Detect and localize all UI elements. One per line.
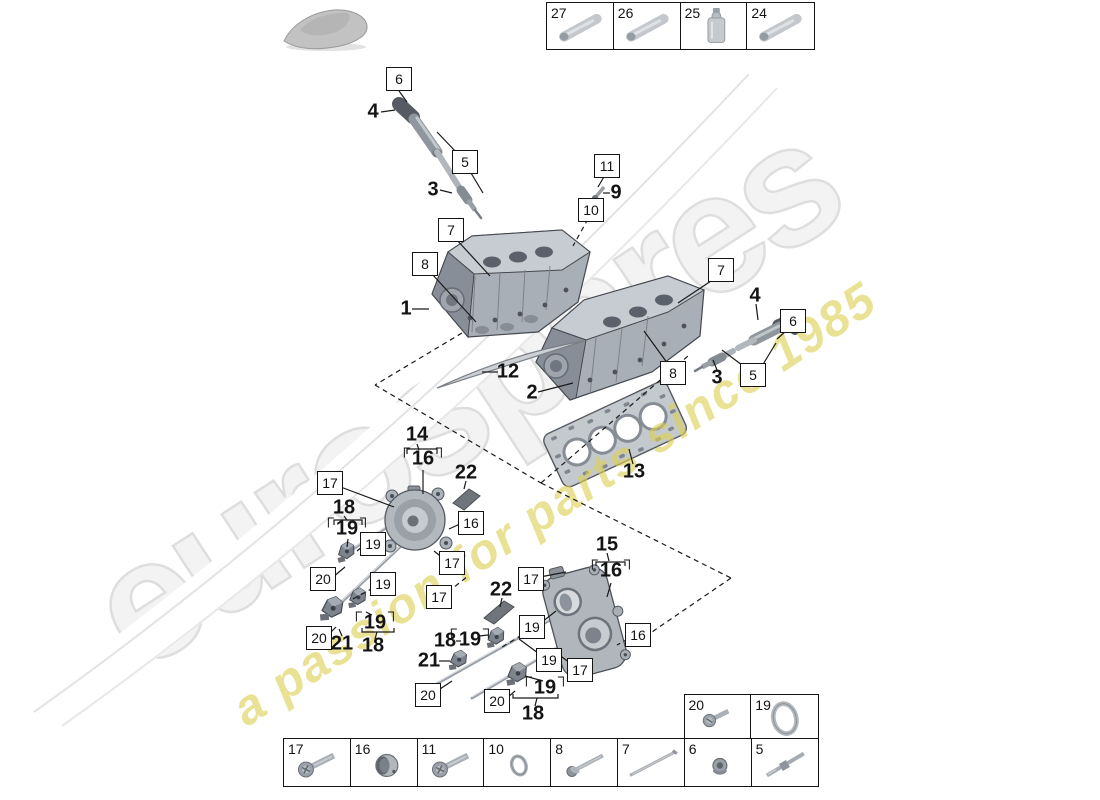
callout-label-15[interactable]: 15 bbox=[595, 533, 619, 556]
callout-bracket-19[interactable]: 19 bbox=[327, 517, 367, 540]
legend-item-number: 17 bbox=[288, 741, 304, 757]
pan-screw-icon bbox=[418, 739, 485, 786]
callout-bracket-16[interactable]: 16 bbox=[403, 447, 443, 470]
callout-box-6[interactable]: 6 bbox=[386, 67, 412, 91]
legend-item-number: 10 bbox=[488, 741, 504, 757]
callout-box-19[interactable]: 19 bbox=[360, 532, 386, 556]
legend-item-number: 24 bbox=[751, 5, 767, 21]
long-stud-icon bbox=[618, 739, 685, 786]
callout-box-8[interactable]: 8 bbox=[412, 252, 438, 276]
legend-item-number: 16 bbox=[354, 741, 371, 757]
callout-box-17[interactable]: 17 bbox=[518, 567, 544, 591]
callout-box-20[interactable]: 20 bbox=[310, 567, 336, 591]
callout-bracket-19[interactable]: 19 bbox=[450, 628, 490, 651]
callout-label-2[interactable]: 2 bbox=[526, 381, 538, 404]
legend-item-number: 27 bbox=[551, 5, 567, 21]
callout-box-7[interactable]: 7 bbox=[708, 258, 734, 282]
callout-label-4[interactable]: 4 bbox=[749, 284, 761, 307]
callout-box-6[interactable]: 6 bbox=[780, 309, 806, 333]
legend-item-5[interactable]: 5 bbox=[750, 738, 820, 787]
legend-item-27[interactable]: 27 bbox=[546, 2, 615, 50]
callout-box-19[interactable]: 19 bbox=[536, 648, 562, 672]
callout-label-12[interactable]: 12 bbox=[496, 360, 520, 383]
legend-item-number: 7 bbox=[622, 741, 630, 757]
sealant-tube-icon bbox=[547, 3, 614, 49]
callout-box-17[interactable]: 17 bbox=[439, 551, 465, 575]
callout-box-8[interactable]: 8 bbox=[660, 361, 686, 385]
callout-box-17[interactable]: 17 bbox=[317, 471, 343, 495]
car-thumbnail bbox=[283, 9, 368, 51]
flange-nut-icon bbox=[685, 739, 752, 786]
callout-bracket-19[interactable]: 19 bbox=[355, 611, 395, 634]
double-stud-icon bbox=[752, 739, 819, 786]
pan-screw-icon bbox=[284, 739, 351, 786]
callout-box-11[interactable]: 11 bbox=[594, 154, 620, 178]
callout-box-16[interactable]: 16 bbox=[625, 623, 651, 647]
callout-box-16[interactable]: 16 bbox=[458, 511, 484, 535]
flange-bolt-icon bbox=[551, 739, 618, 786]
callout-box-20[interactable]: 20 bbox=[415, 683, 441, 707]
callout-label-3[interactable]: 3 bbox=[427, 178, 439, 201]
legend-item-11[interactable]: 11 bbox=[416, 738, 486, 787]
legend-item-25[interactable]: 25 bbox=[679, 2, 749, 50]
legend-item-8[interactable]: 8 bbox=[550, 738, 619, 787]
callout-label-18[interactable]: 18 bbox=[521, 702, 545, 725]
callout-box-5[interactable]: 5 bbox=[452, 150, 478, 174]
callout-label-3[interactable]: 3 bbox=[711, 366, 723, 389]
callout-label-18[interactable]: 18 bbox=[332, 496, 356, 519]
legend-item-number: 26 bbox=[617, 5, 634, 21]
callout-label-21[interactable]: 21 bbox=[417, 649, 441, 672]
callout-label-1[interactable]: 1 bbox=[400, 297, 412, 320]
callout-box-10[interactable]: 10 bbox=[578, 198, 604, 222]
legend-item-number: 8 bbox=[555, 741, 563, 757]
callout-label-9[interactable]: 9 bbox=[610, 181, 622, 204]
callout-box-20[interactable]: 20 bbox=[306, 626, 332, 650]
callout-label-4[interactable]: 4 bbox=[367, 100, 379, 123]
callout-box-17[interactable]: 17 bbox=[426, 585, 452, 609]
sealing-plug-icon bbox=[351, 739, 418, 786]
callout-box-17[interactable]: 17 bbox=[567, 658, 593, 682]
callout-label-18[interactable]: 18 bbox=[361, 634, 385, 657]
legend-item-number: 25 bbox=[684, 5, 701, 21]
callout-label-14[interactable]: 14 bbox=[405, 423, 429, 446]
callout-label-13[interactable]: 13 bbox=[622, 460, 646, 483]
legend-item-number: 11 bbox=[421, 741, 437, 757]
callout-label-22[interactable]: 22 bbox=[489, 578, 513, 601]
legend-item-number: 5 bbox=[755, 741, 764, 757]
legend-item-26[interactable]: 26 bbox=[612, 2, 682, 50]
seal-ring-small-icon bbox=[484, 739, 551, 786]
callout-box-19[interactable]: 19 bbox=[370, 572, 396, 596]
legend-item-17[interactable]: 17 bbox=[283, 738, 352, 787]
fluid-bottle-icon bbox=[681, 3, 748, 49]
sealant-tube-icon bbox=[747, 3, 814, 49]
callout-box-19[interactable]: 19 bbox=[519, 615, 545, 639]
callout-label-22[interactable]: 22 bbox=[454, 461, 478, 484]
callout-box-7[interactable]: 7 bbox=[438, 218, 464, 242]
legend-item-6[interactable]: 6 bbox=[683, 738, 753, 787]
legend-item-number: 6 bbox=[688, 741, 697, 757]
callout-box-5[interactable]: 5 bbox=[740, 363, 766, 387]
legend-item-24[interactable]: 24 bbox=[746, 2, 816, 50]
legend-item-7[interactable]: 7 bbox=[617, 738, 686, 787]
sealant-tube-icon bbox=[614, 3, 681, 49]
callout-bracket-16[interactable]: 16 bbox=[591, 559, 631, 582]
callout-label-21[interactable]: 21 bbox=[330, 632, 354, 655]
callout-box-20[interactable]: 20 bbox=[484, 689, 510, 713]
callout-bracket-19[interactable]: 19 bbox=[525, 676, 565, 699]
